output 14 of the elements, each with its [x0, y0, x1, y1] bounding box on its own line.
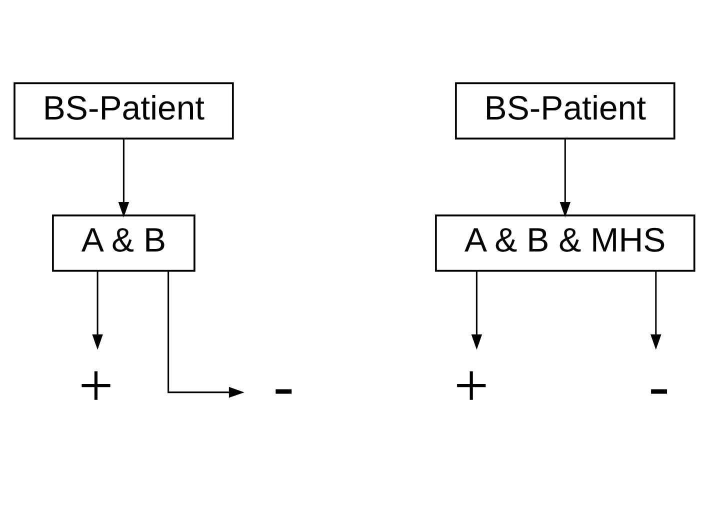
arrow [118, 138, 130, 217]
node-text: - [273, 352, 294, 420]
arrow [92, 270, 103, 350]
node-box: A & B [52, 214, 196, 272]
node-text: + [454, 352, 489, 420]
arrow [168, 270, 244, 398]
node-box: BS-Patient [14, 82, 234, 139]
arrow [560, 138, 571, 217]
node-box: BS-Patient [455, 82, 676, 139]
arrow [650, 270, 662, 350]
node-box: A & B & MHS [435, 214, 696, 272]
arrow [471, 270, 482, 350]
node-text: + [78, 352, 114, 420]
node-text: - [648, 352, 670, 420]
